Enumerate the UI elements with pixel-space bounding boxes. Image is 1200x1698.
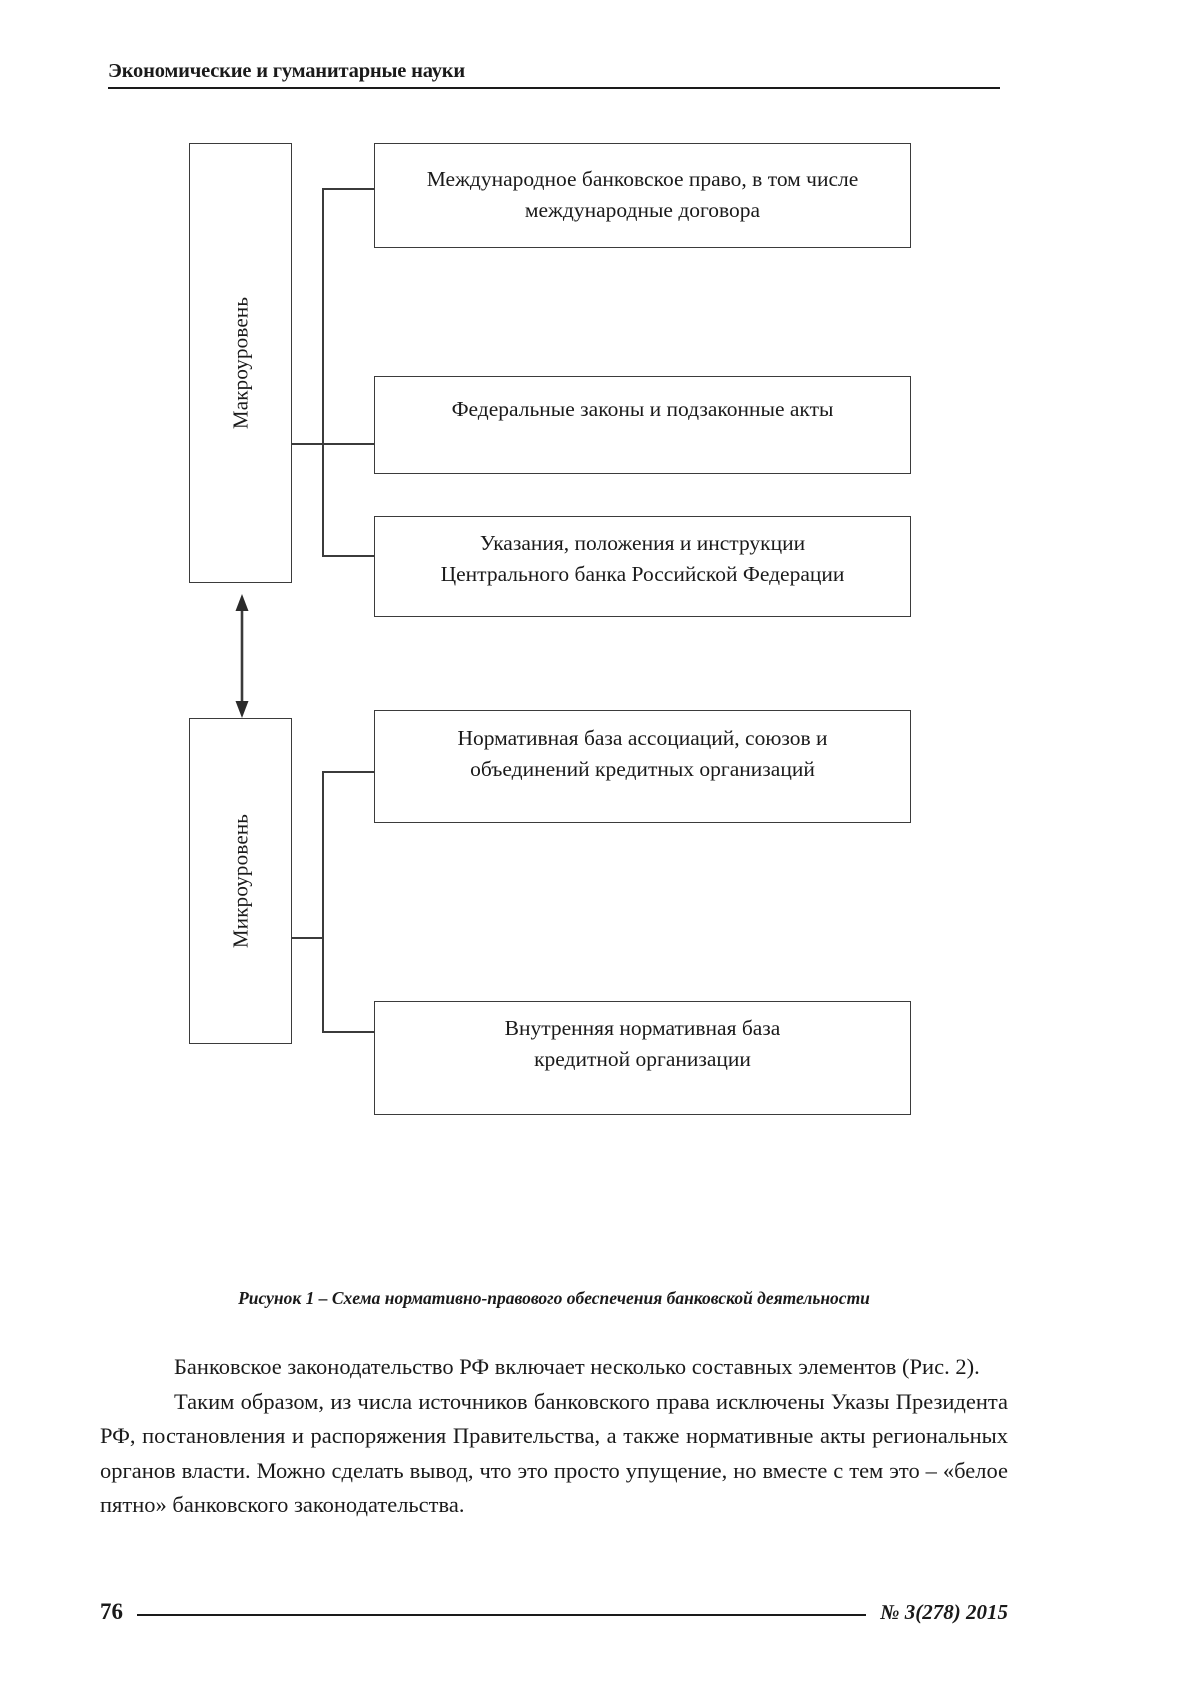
double-arrow-icon: [235, 594, 249, 718]
content-box-international-law: Международное банковское право, в том чи…: [374, 143, 911, 248]
connector-macro-branch-2: [322, 443, 374, 445]
content-box-internal-base-text: Внутренняя нормативная база кредитной ор…: [504, 1016, 781, 1071]
content-box-cbr-instructions-text: Указания, положения и инструкции Централ…: [440, 531, 845, 586]
connector-micro-spine: [322, 771, 324, 1032]
content-box-federal-laws-text: Федеральные законы и подзаконные акты: [451, 397, 834, 421]
content-box-federal-laws: Федеральные законы и подзаконные акты: [374, 376, 911, 474]
page-footer: 76 № 3(278) 2015: [100, 1592, 1008, 1632]
connector-micro-branch-1: [322, 771, 374, 773]
body-text: Банковское законодательство РФ включает …: [100, 1350, 1008, 1523]
connector-micro-branch-2: [322, 1031, 374, 1033]
footer-issue: № 3(278) 2015: [880, 1599, 1008, 1624]
figure-diagram: Макроуровень Микроуровень: [189, 143, 911, 1115]
level-box-macro-label: Макроуровень: [228, 296, 252, 430]
content-box-associations-base: Нормативная база ассоциаций, союзов и об…: [374, 710, 911, 823]
footer-rule: [137, 1614, 867, 1616]
footer-page-number: 76: [100, 1599, 123, 1624]
running-header: Экономические и гуманитарные науки: [108, 60, 1000, 89]
paragraph-2: Таким образом, из числа источников банко…: [100, 1389, 1008, 1517]
level-box-micro-label: Микроуровень: [228, 813, 252, 949]
connector-macro-branch-3: [322, 555, 374, 557]
connector-macro-stub: [291, 443, 324, 445]
level-box-micro: Микроуровень: [189, 718, 292, 1044]
content-box-international-law-text: Международное банковское право, в том чи…: [426, 167, 859, 222]
macro-micro-double-arrow: [216, 592, 268, 720]
running-header-rule: [108, 86, 1000, 89]
connector-macro-spine: [322, 188, 324, 556]
connector-micro-stub: [291, 937, 324, 939]
connector-macro-branch-1: [322, 188, 374, 190]
paragraph-1: Банковское законодательство РФ включает …: [174, 1354, 980, 1379]
running-header-title: Экономические и гуманитарные науки: [108, 60, 466, 82]
content-box-associations-base-text: Нормативная база ассоциаций, союзов и об…: [457, 726, 828, 781]
content-box-cbr-instructions: Указания, положения и инструкции Централ…: [374, 516, 911, 617]
figure-caption: Рисунок 1 – Схема нормативно-правового о…: [238, 1288, 870, 1308]
level-box-macro: Макроуровень: [189, 143, 292, 583]
content-box-internal-base: Внутренняя нормативная база кредитной ор…: [374, 1001, 911, 1115]
